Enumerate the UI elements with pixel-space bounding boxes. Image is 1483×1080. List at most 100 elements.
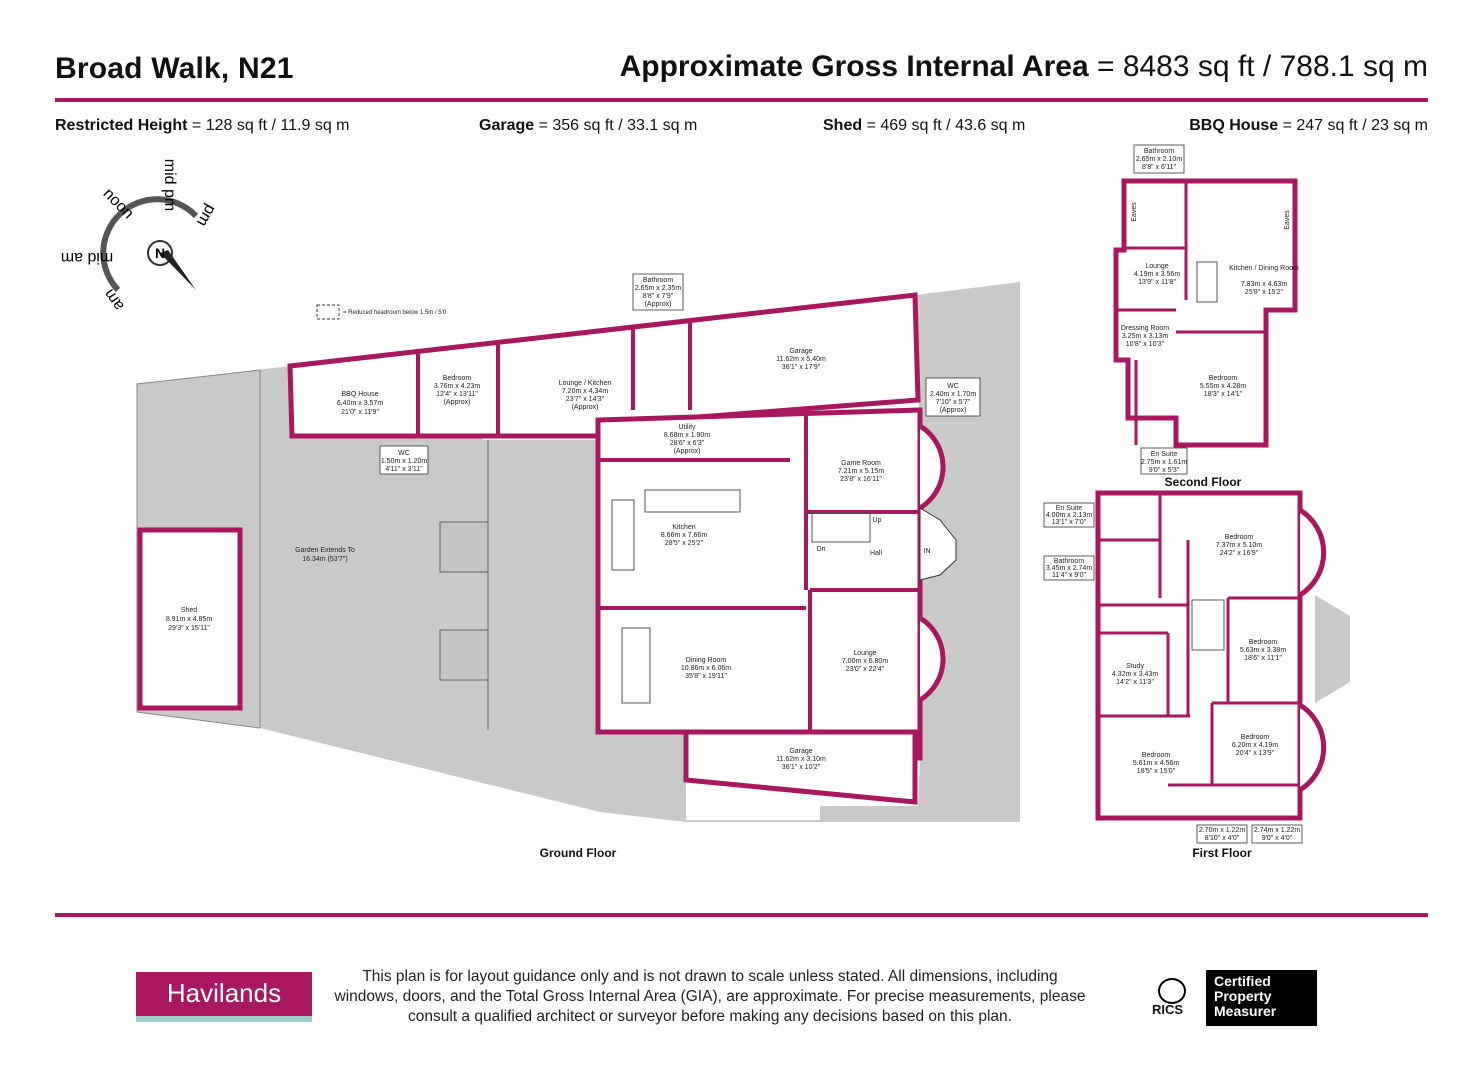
area-value: = 469 sq ft / 43.6 sq m — [862, 117, 1026, 134]
area-label: Restricted Height — [55, 117, 188, 134]
room-dims: 2.75m x 1.61m — [1141, 459, 1187, 466]
room-name: WC — [398, 450, 410, 457]
staircase — [811, 511, 871, 543]
room-dims: 5.55m x 4.28m — [1200, 383, 1246, 390]
entrance-porch — [919, 507, 957, 581]
area-shed: Shed = 469 sq ft / 43.6 sq m — [823, 117, 1025, 135]
cert-line: Property — [1214, 988, 1272, 1004]
label-box — [1043, 502, 1095, 528]
stair-up-label: Up — [873, 517, 882, 524]
room-name: Study — [1126, 663, 1144, 670]
room-name: Game Room — [841, 460, 881, 467]
area-label: Shed — [823, 117, 863, 134]
skylight — [611, 499, 635, 571]
area-label: Garage — [479, 117, 535, 134]
room-name: WC — [947, 383, 959, 390]
room-name: Bedroom — [1225, 534, 1254, 541]
reduced-headroom-swatch — [316, 304, 340, 320]
label-box — [379, 445, 429, 475]
room-dims: 2.70m x 1.22m — [1199, 827, 1245, 834]
room-dims: 35'8" x 19'11" — [685, 673, 727, 680]
room-dims: 14'2" x 11'3" — [1116, 679, 1154, 686]
room-name: En Suite — [1151, 451, 1178, 458]
room-dims: 2.40m x 1.70m — [930, 391, 976, 398]
label-box — [632, 273, 684, 311]
room-dims: 11'4" x 9'0" — [1052, 572, 1086, 579]
stair-down-label: Dn — [817, 546, 826, 553]
room-name: Garage — [789, 348, 812, 355]
room-dims: 5.61m x 4.56m — [1133, 760, 1179, 767]
room-dims: 3.45m x 2.74m — [1046, 565, 1092, 572]
staircase — [1196, 261, 1218, 303]
room-dims: 28'5" x 25'2" — [665, 540, 704, 547]
sun-label-mid-pm: mid pm — [161, 159, 178, 211]
room-dims: 8.91m x 4.85m — [166, 616, 212, 623]
area-value: = 128 sq ft / 11.9 sq m — [187, 117, 350, 134]
room-name: BBQ House — [342, 391, 379, 398]
room-dims: 7.37m x 5.10m — [1216, 542, 1262, 549]
eaves-label: Eaves — [1284, 210, 1291, 230]
room-dims: 7.21m x 5.15m — [838, 468, 884, 475]
room-name: Bathroom — [1054, 558, 1085, 565]
room-dims: 2.74m x 1.22m — [1254, 827, 1300, 834]
room-dims: 8.68m x 1.90m — [664, 432, 710, 439]
room-dims: 6.40m x 3.57m — [337, 400, 383, 407]
front-bay-roof — [1315, 595, 1350, 703]
room-dims: 38'1" x 17'9" — [782, 364, 821, 371]
skylight — [621, 627, 651, 704]
label-box — [1133, 144, 1185, 174]
eaves-label: Eaves — [1131, 202, 1138, 222]
footer-rule — [55, 913, 1428, 917]
room-name: Kitchen / Dining Room — [1229, 265, 1299, 272]
area-bbq-house: BBQ House = 247 sq ft / 23 sq m — [1189, 117, 1428, 135]
first-floor-plan: En Suite 4.00m x 2.13m 13'1" x 7'0" Bedr… — [1043, 490, 1350, 860]
room-name: En Suite — [1056, 505, 1083, 512]
certified-measurer-badge — [1206, 970, 1317, 1026]
staircase — [1191, 599, 1225, 651]
bay-window — [918, 423, 946, 511]
room-dims: 16.34m (53'7") — [302, 556, 347, 563]
room-dims: 5.63m x 3.38m — [1240, 647, 1286, 654]
room-name: Shed — [181, 607, 197, 614]
sun-label-pm: pm — [193, 201, 219, 229]
room-name: Kitchen — [672, 524, 695, 531]
room-dims: 13'1" x 7'0" — [1052, 519, 1087, 526]
room-note: (Approx) — [444, 399, 471, 406]
sun-label-mid-am: mid am — [61, 249, 113, 266]
room-dims: 2.65m x 2.35m — [635, 285, 681, 292]
ground-floor-labels: Shed 8.91m x 4.85m 29'3" x 15'11" Garden… — [166, 273, 981, 860]
second-floor-title: Second Floor — [1165, 475, 1242, 489]
label-box — [1043, 555, 1095, 581]
label-box — [925, 377, 981, 417]
room-dims: 23'8" x 16'11" — [840, 476, 882, 483]
sun-dial: N mid pm pm noon mid am am — [61, 159, 219, 314]
room-name: Lounge — [1145, 263, 1168, 270]
room-name: Bedroom — [1241, 734, 1270, 741]
rics-wordmark: RICS — [1152, 1002, 1184, 1017]
room-name: Bathroom — [1144, 148, 1175, 155]
decking-steps — [439, 629, 489, 681]
front-garage-outline — [683, 729, 918, 805]
ground-floor-title: Ground Floor — [540, 846, 617, 860]
area-value: = 247 sq ft / 23 sq m — [1278, 117, 1428, 134]
shed-outline — [137, 527, 243, 711]
rics-lion-icon — [1158, 978, 1186, 1004]
north-arrow-icon — [160, 250, 196, 290]
area-label: BBQ House — [1189, 117, 1279, 134]
room-dims: 4'11" x 3'11" — [385, 466, 423, 473]
entrance-label: IN — [924, 548, 931, 555]
room-dims: 10.86m x 6.06m — [681, 665, 731, 672]
room-dims: 18'6" x 11'1" — [1244, 655, 1282, 662]
room-dims: 7'10" x 5'7" — [936, 399, 971, 406]
label-box — [1196, 824, 1248, 844]
room-dims: 4.00m x 2.13m — [1046, 512, 1092, 519]
room-name: Dressing Room — [1121, 325, 1169, 332]
room-dims: 28'6" x 6'3" — [670, 440, 705, 447]
sun-label-am: am — [101, 286, 128, 314]
area-restricted-height: Restricted Height = 128 sq ft / 11.9 sq … — [55, 117, 349, 135]
room-dims: 1.50m x 1.20m — [381, 458, 427, 465]
room-name: Lounge — [853, 650, 876, 657]
room-dims: 11.62m x 5.40m — [776, 356, 826, 363]
property-title: Broad Walk, N21 — [55, 52, 294, 85]
